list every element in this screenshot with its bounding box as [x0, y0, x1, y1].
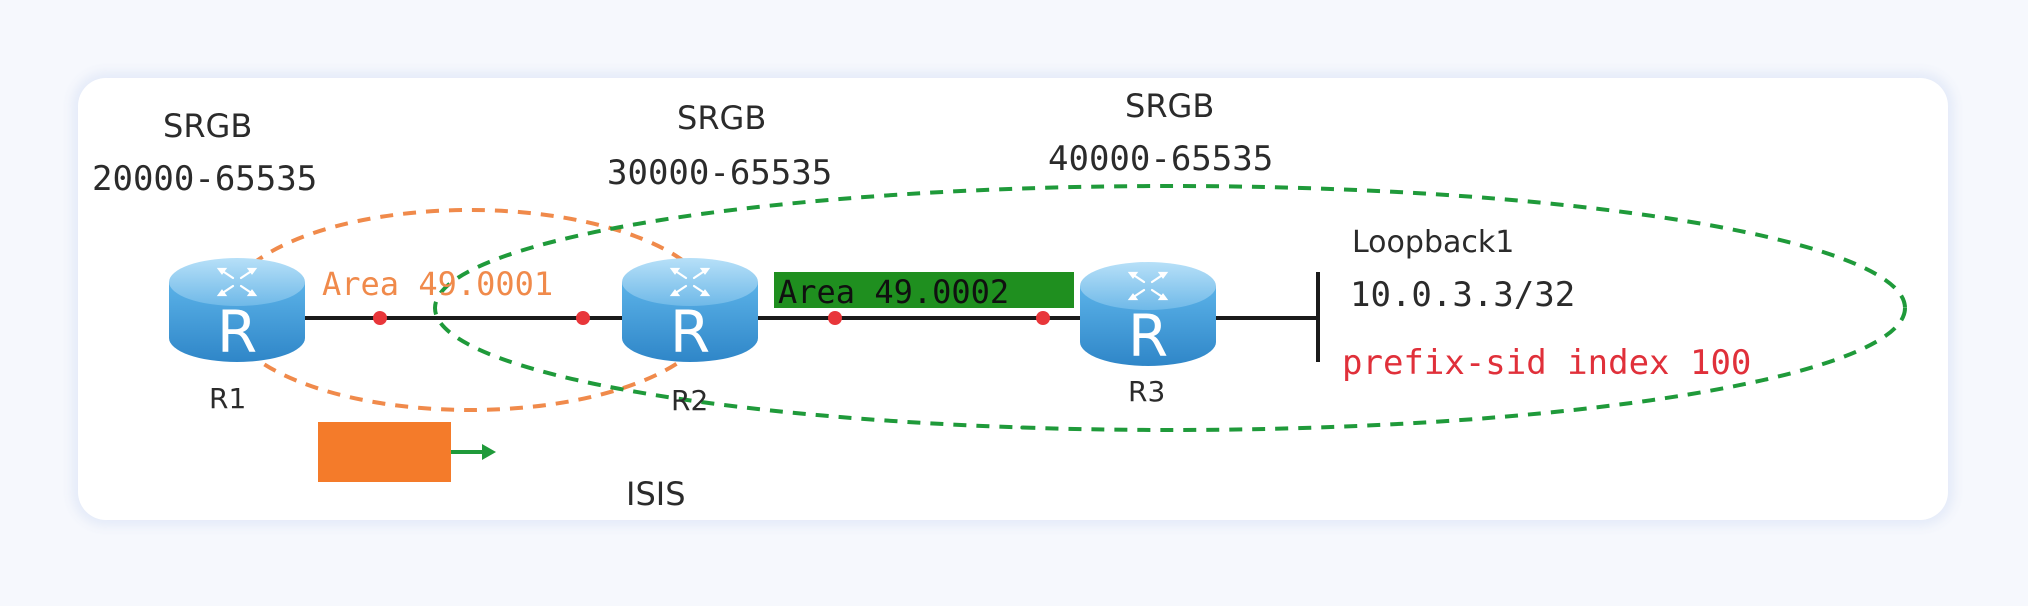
- loopback-address: 10.0.3.3/32: [1350, 275, 1576, 315]
- protocol-label: ISIS: [626, 475, 686, 513]
- area-1-label: Area 49.0001: [322, 265, 554, 303]
- link-dot: [1036, 311, 1050, 325]
- router-r3-icon[interactable]: R: [1080, 262, 1216, 370]
- svg-text:R: R: [217, 298, 257, 366]
- area-2-boundary: [433, 184, 1907, 432]
- loopback-name: Loopback1: [1352, 225, 1515, 260]
- svg-text:R: R: [670, 298, 710, 366]
- r2-srgb-range: 30000-65535: [607, 153, 833, 193]
- link-dot: [373, 311, 387, 325]
- area-2-highlight: [774, 272, 1074, 308]
- r1-srgb-label: SRGB: [163, 107, 253, 145]
- legend-box: [318, 422, 451, 482]
- r2-srgb-label: SRGB: [677, 99, 767, 137]
- area-2-label: Area 49.0002: [778, 273, 1010, 311]
- router-r1-icon[interactable]: R: [169, 258, 305, 366]
- link-dot: [576, 311, 590, 325]
- r3-srgb-label: SRGB: [1125, 87, 1215, 125]
- link-dot: [828, 311, 842, 325]
- router-r2-icon[interactable]: R: [622, 258, 758, 366]
- legend-arrow-head: [482, 444, 496, 460]
- prefix-sid-label: prefix-sid index 100: [1342, 343, 1752, 383]
- router-r3-label: R3: [1128, 375, 1166, 408]
- r3-srgb-range: 40000-65535: [1048, 139, 1274, 179]
- router-r1-label: R1: [209, 382, 247, 415]
- svg-text:R: R: [1128, 302, 1168, 370]
- r1-srgb-range: 20000-65535: [92, 159, 318, 199]
- router-r2-label: R2: [671, 384, 709, 417]
